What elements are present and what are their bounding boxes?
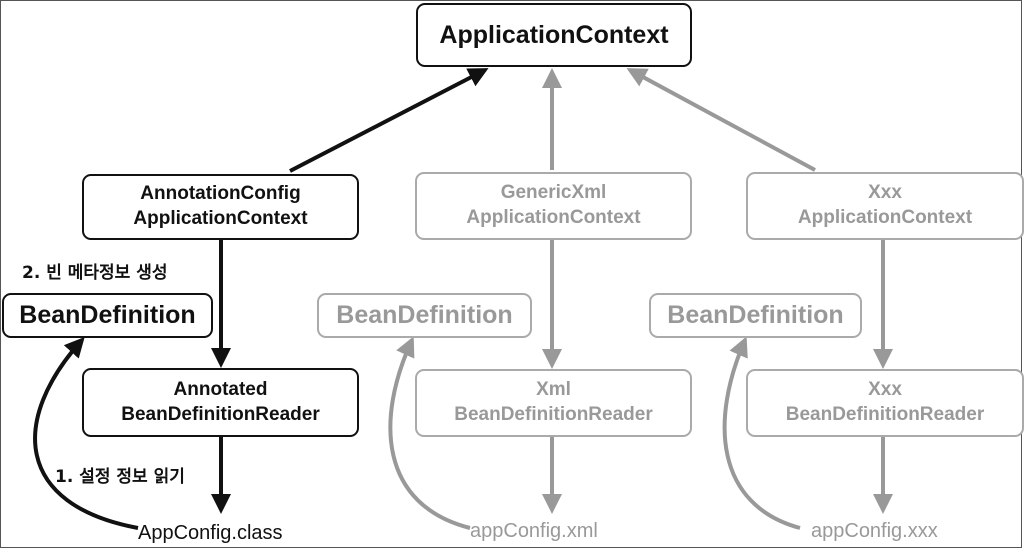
reader-line-1: Xml — [536, 379, 571, 401]
reader-line-2: BeanDefinitionReader — [454, 404, 653, 425]
reader-line-2: BeanDefinitionReader — [121, 403, 320, 425]
bean-definition-label: BeanDefinition — [667, 301, 844, 330]
annotation-config-context-box: AnnotationConfig ApplicationContext — [82, 174, 359, 240]
arrow-xml-file-to-bean-definition — [388, 336, 471, 530]
context-line-1: AnnotationConfig — [140, 183, 301, 205]
reader-line-1: Annotated — [173, 378, 268, 400]
bean-definition-box-xml: BeanDefinition — [317, 293, 532, 338]
bean-definition-box-annotation: BeanDefinition — [2, 293, 213, 338]
context-line-2: ApplicationContext — [466, 207, 641, 228]
context-line-2: ApplicationContext — [133, 208, 308, 229]
reader-line-2: BeanDefinitionReader — [785, 404, 985, 425]
bean-definition-label: BeanDefinition — [19, 301, 196, 330]
appconfig-xml-file: appConfig.xml — [470, 520, 598, 542]
xml-reader-box: Xml BeanDefinitionReader — [415, 369, 692, 437]
step-1-label: 1. 설정 정보 읽기 — [55, 467, 185, 487]
application-context-box: ApplicationContext — [416, 3, 692, 67]
xxx-context-box: Xxx ApplicationContext — [746, 172, 1024, 240]
arrow-xxx-file-to-bean-definition — [722, 336, 801, 530]
application-context-title: ApplicationContext — [439, 20, 669, 49]
reader-line-1: Xxx — [868, 379, 902, 401]
genericxml-context-box: GenericXml ApplicationContext — [415, 172, 692, 240]
appconfig-xxx-file: appConfig.xxx — [811, 520, 938, 542]
context-line-1: Xxx — [868, 182, 902, 204]
appconfig-class-file: AppConfig.class — [138, 522, 283, 544]
step-2-label: 2. 빈 메타정보 생성 — [22, 263, 168, 283]
context-line-1: GenericXml — [500, 182, 607, 204]
arrow-annotation-context-to-root — [289, 68, 489, 173]
annotated-reader-box: Annotated BeanDefinitionReader — [82, 368, 359, 437]
bean-definition-box-xxx: BeanDefinition — [649, 293, 862, 338]
xxx-reader-box: Xxx BeanDefinitionReader — [746, 369, 1024, 437]
context-line-2: ApplicationContext — [797, 207, 973, 228]
arrow-xxx-context-to-root — [626, 68, 816, 172]
arrow-annotation-file-to-bean-definition — [33, 337, 139, 530]
bean-definition-label: BeanDefinition — [336, 301, 513, 330]
